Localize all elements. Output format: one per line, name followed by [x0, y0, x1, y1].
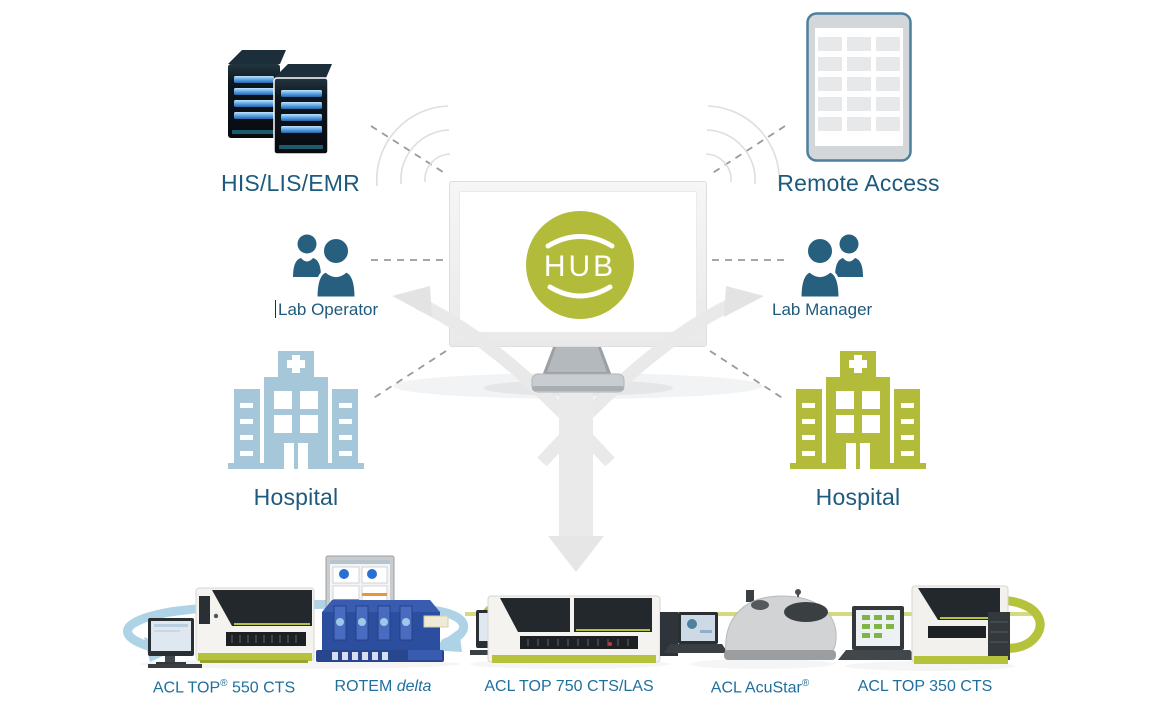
hub-top-arc-icon [545, 234, 615, 249]
acl-top-550-label: ACL TOP® 550 CTS [152, 678, 296, 697]
lab-manager-icon [798, 234, 863, 298]
hub-label: HUB [544, 250, 616, 283]
tablet-icon [806, 12, 912, 162]
lab-manager-label: Lab Manager [772, 300, 873, 319]
lab-operator-label: Lab Operator [278, 300, 379, 319]
wifi-arcs-icon [375, 105, 781, 187]
acl-top-750-label: ACL TOP 750 CTS/LAS [484, 678, 654, 695]
hospital-green-icon [790, 351, 926, 469]
acl-acustar-illustration [664, 589, 837, 660]
dashed-line-his [370, 125, 447, 175]
text-cursor [275, 300, 276, 318]
hub-bottom-arc-icon [547, 284, 613, 299]
hub-logo: HUB [526, 211, 634, 319]
rotem-delta-label: ROTEM delta [334, 678, 432, 695]
remote-access-label: Remote Access [777, 170, 940, 196]
server-icon [228, 50, 332, 155]
lab-operator-icon [293, 234, 358, 298]
acl-acustar-label: ACL AcuStar® [710, 678, 810, 697]
instrument-strip [123, 555, 1045, 671]
dashed-line-hospital-right [709, 350, 785, 400]
acl-top-750-illustration [470, 595, 678, 663]
dashed-line-remote [710, 125, 786, 175]
hospital-blue-icon [228, 351, 364, 469]
acl-top-350-illustration [838, 585, 1010, 664]
acl-top-350-label: ACL TOP 350 CTS [857, 678, 993, 695]
his-lis-emr-label: HIS/LIS/EMR [221, 170, 360, 196]
hospital-right-label: Hospital [815, 484, 901, 510]
acl-top-550-illustration [148, 587, 315, 668]
dashed-line-hospital-left [371, 350, 447, 400]
hospital-left-label: Hospital [253, 484, 339, 510]
rotem-delta-illustration [316, 555, 449, 662]
